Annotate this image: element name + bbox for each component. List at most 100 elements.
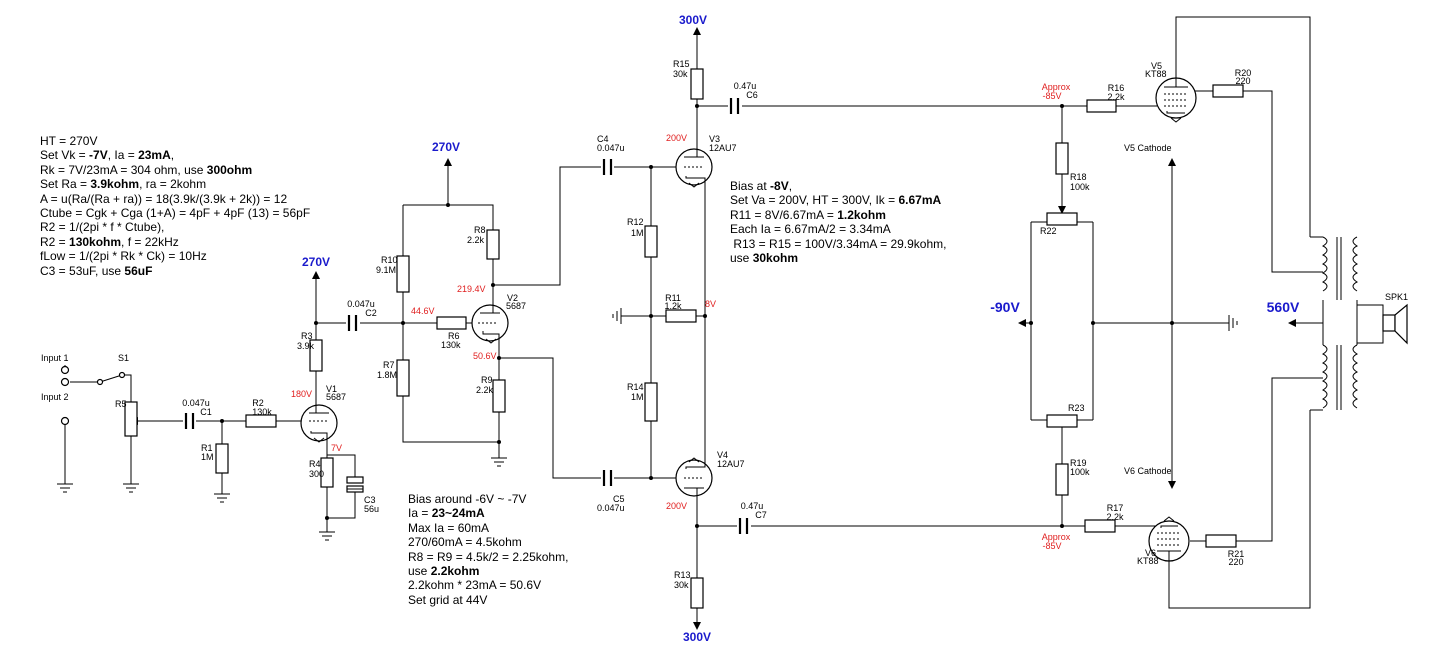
label-r4-val: 300	[309, 469, 324, 479]
label-r21-val: 220	[1228, 557, 1243, 567]
label-r8-val: 2.2k	[467, 235, 485, 245]
ground-input2	[57, 483, 73, 493]
capacitor-c4	[602, 159, 613, 175]
voltage-v3-plate: 200V	[666, 133, 687, 143]
label-r6-val: 130k	[441, 340, 461, 350]
label-r7-val: 1.8M	[377, 370, 397, 380]
capacitor-c5	[602, 470, 613, 486]
label-v4: V4	[717, 450, 728, 460]
rail-300v-top: 300V	[679, 13, 707, 27]
wires	[64, 16, 1384, 628]
label-r18: R18	[1070, 172, 1087, 182]
voltage-v1-cathode: 7V	[331, 443, 342, 453]
label-r12-val: 1M	[631, 228, 644, 238]
tube-v1	[300, 402, 338, 443]
label-r14-val: 1M	[631, 392, 644, 402]
note-line: Set Ra = 3.9kohm, ra = 2kohm	[40, 177, 207, 192]
label-r7: R7	[383, 360, 395, 370]
note-line: Ia = 23~24mA	[408, 506, 485, 521]
tube-v5	[1155, 77, 1197, 123]
label-r20-val: 220	[1235, 76, 1250, 86]
label-r18-val: 100k	[1070, 182, 1090, 192]
label-r13-val: 30k	[674, 580, 689, 590]
label-r16: R16	[1108, 83, 1125, 93]
note-line: Rk = 7V/23mA = 304 ohm, use 300ohm	[40, 162, 253, 177]
label-r9: R9	[481, 375, 493, 385]
resistor-r17	[1084, 519, 1116, 533]
label-r17-val: 2.2k	[1106, 512, 1124, 522]
resistor-r23	[1046, 414, 1078, 428]
note-line: 2.2kohm * 23mA = 50.6V	[408, 578, 542, 593]
note-line: A = u(Ra/(Ra + ra)) = 18(3.9k/(3.9k + 2k…	[40, 191, 288, 206]
note-line: use 2.2kohm	[408, 563, 480, 578]
label-r11-val: 1.2k	[664, 301, 682, 311]
tube-v2	[471, 302, 509, 345]
resistor-r5	[124, 401, 138, 437]
resistor-r12	[644, 225, 658, 258]
label-input1: Input 1	[41, 353, 69, 363]
resistor-r11	[665, 309, 697, 323]
voltage-approx-bottom: Approx	[1042, 532, 1071, 542]
rail-neg-90v: -90V	[990, 299, 1020, 315]
label-r11: R11	[665, 293, 681, 303]
label-r2-val: 130k	[252, 407, 272, 417]
note-line: R2 = 130kohm, f = 22kHz	[40, 234, 179, 249]
rail-arrows	[131, 27, 1296, 630]
note-line: fLow = 1/(2pi * Rk * Ck) = 10Hz	[40, 249, 207, 264]
capacitor-c7	[738, 518, 749, 534]
label-s1: S1	[118, 353, 129, 363]
resistor-r8	[486, 229, 500, 260]
label-v5: V5	[1151, 61, 1162, 71]
voltage-v4-plate: 200V	[666, 501, 687, 511]
voltage-ltp-cathode: 8V	[705, 299, 716, 309]
note-line: 270/60mA = 4.5kohm	[408, 535, 522, 550]
label-v2-type: 5687	[506, 301, 526, 311]
voltage-approx-bottom-val: -85V	[1042, 541, 1061, 551]
voltage-approx-top: Approx	[1042, 82, 1071, 92]
label-r1: R1	[201, 443, 213, 453]
label-input2: Input 2	[41, 392, 69, 402]
speaker-icon	[1382, 303, 1408, 345]
note-line: HT = 270V	[40, 134, 98, 148]
resistor-r16	[1086, 99, 1117, 113]
rail-270v-v1: 270V	[302, 255, 330, 269]
label-r5: R5	[115, 399, 127, 409]
voltage-v2-grid: 44.6V	[411, 306, 435, 316]
note-line: Set Vk = -7V, Ia = 23mA,	[40, 148, 175, 163]
label-r23: R23	[1068, 403, 1085, 413]
label-r14: R14	[627, 382, 644, 392]
label-c3: C3	[364, 495, 376, 505]
resistor-r7	[396, 359, 410, 397]
label-v1-type: 5687	[326, 392, 346, 402]
note-line: R2 = 1/(2pi * f * Ctube),	[40, 220, 165, 235]
note-line: Set Va = 200V, HT = 300V, Ik = 6.67mA	[730, 193, 942, 208]
label-v4-type: 12AU7	[717, 459, 745, 469]
label-r16-val: 2.2k	[1107, 92, 1125, 102]
label-c7-val: 0.47u	[741, 501, 764, 511]
capacitors	[184, 98, 749, 534]
voltage-v1-plate: 180V	[291, 389, 312, 399]
label-r19-val: 100k	[1070, 467, 1090, 477]
note-line: Each Ia = 6.67mA/2 = 3.34mA	[730, 222, 891, 237]
resistors	[124, 68, 1244, 609]
note-line: Bias around -6V ~ -7V	[408, 492, 527, 506]
ground-r5	[123, 483, 139, 493]
label-c1-val: 0.047u	[182, 398, 210, 408]
label-spk1: SPK1	[1385, 292, 1408, 302]
voltage-labels: 180V 7V 44.6V 219.4V 50.6V 200V 200V 8V …	[291, 82, 1071, 551]
ground-v1	[319, 531, 335, 541]
label-c6: C6	[746, 90, 758, 100]
label-r3-val: 3.9k	[297, 341, 315, 351]
label-r12: R12	[627, 217, 644, 227]
label-c2: C2	[365, 308, 377, 318]
label-r13: R13	[674, 570, 691, 580]
label-v6-cathode: V6 Cathode	[1124, 466, 1172, 476]
resistor-r20	[1212, 84, 1244, 98]
resistor-r15	[690, 68, 704, 100]
tube-v6	[1148, 516, 1190, 562]
note-line: Max Ia = 60mA	[408, 520, 490, 535]
label-r8: R8	[474, 225, 486, 235]
ground-r11	[612, 308, 622, 324]
capacitor-c2	[347, 315, 358, 331]
